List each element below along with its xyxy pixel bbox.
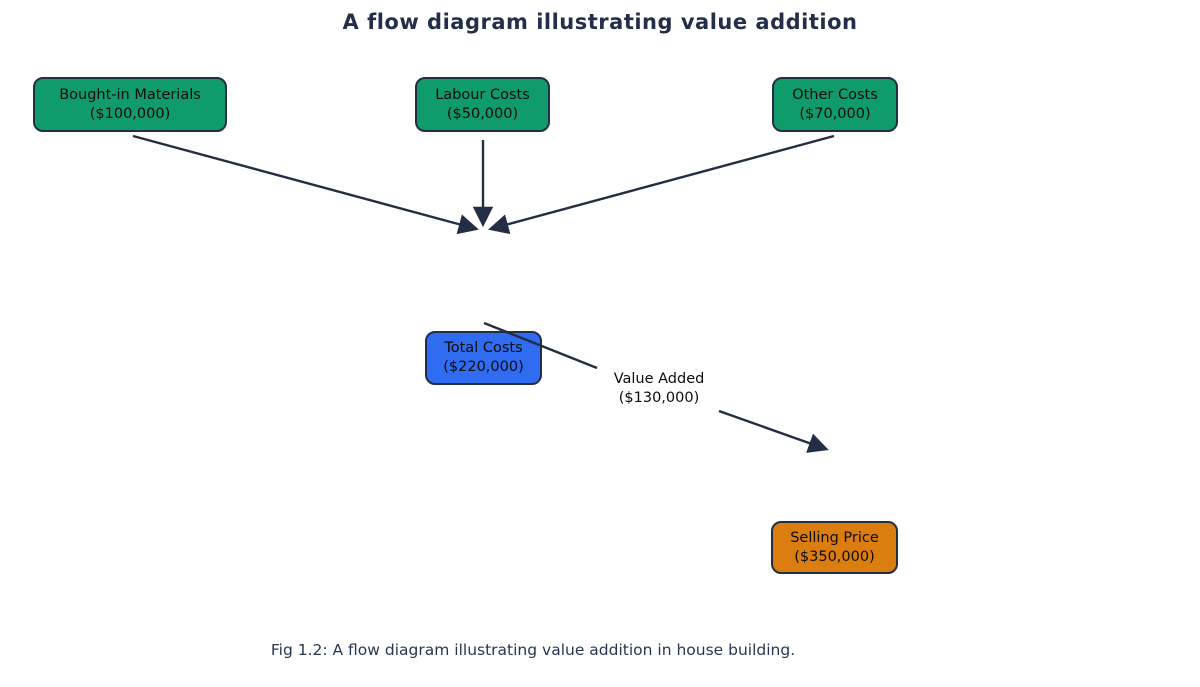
figure-caption: Fig 1.2: A flow diagram illustrating val… — [270, 641, 796, 659]
node-value: ($100,000) — [89, 105, 171, 122]
value-added-text: Value Added — [613, 371, 705, 387]
node-label: Labour Costs — [435, 86, 530, 103]
diagram-title: A flow diagram illustrating value additi… — [342, 10, 858, 34]
node-label: Other Costs — [792, 86, 878, 103]
node-value: ($220,000) — [443, 359, 524, 375]
edge-other-costs-to-total-costs — [488, 134, 835, 235]
node-value: ($350,000) — [794, 548, 875, 565]
value-added-amount: ($130,000) — [618, 390, 700, 407]
node-label: Bought-in Materials — [59, 86, 201, 103]
node-other-costs: Other Costs ($70,000) — [772, 77, 898, 132]
node-labour-costs: Labour Costs ($50,000) — [415, 77, 550, 132]
node-selling-price: Selling Price ($350,000) — [771, 521, 898, 574]
node-value: ($70,000) — [799, 105, 871, 122]
node-value: ($50,000) — [446, 105, 519, 122]
value-added-label: Value Added ($130,000) — [574, 370, 744, 408]
edge-bought-in-materials-to-total-costs — [132, 134, 479, 235]
node-total-costs: Total Costs ($220,000) — [425, 331, 542, 385]
node-label: Total Costs — [444, 340, 523, 357]
edge-total-costs-to-selling-price-segment-2 — [718, 409, 829, 453]
node-label: Selling Price — [790, 529, 879, 546]
node-bought-in-materials: Bought-in Materials ($100,000) — [33, 77, 227, 132]
